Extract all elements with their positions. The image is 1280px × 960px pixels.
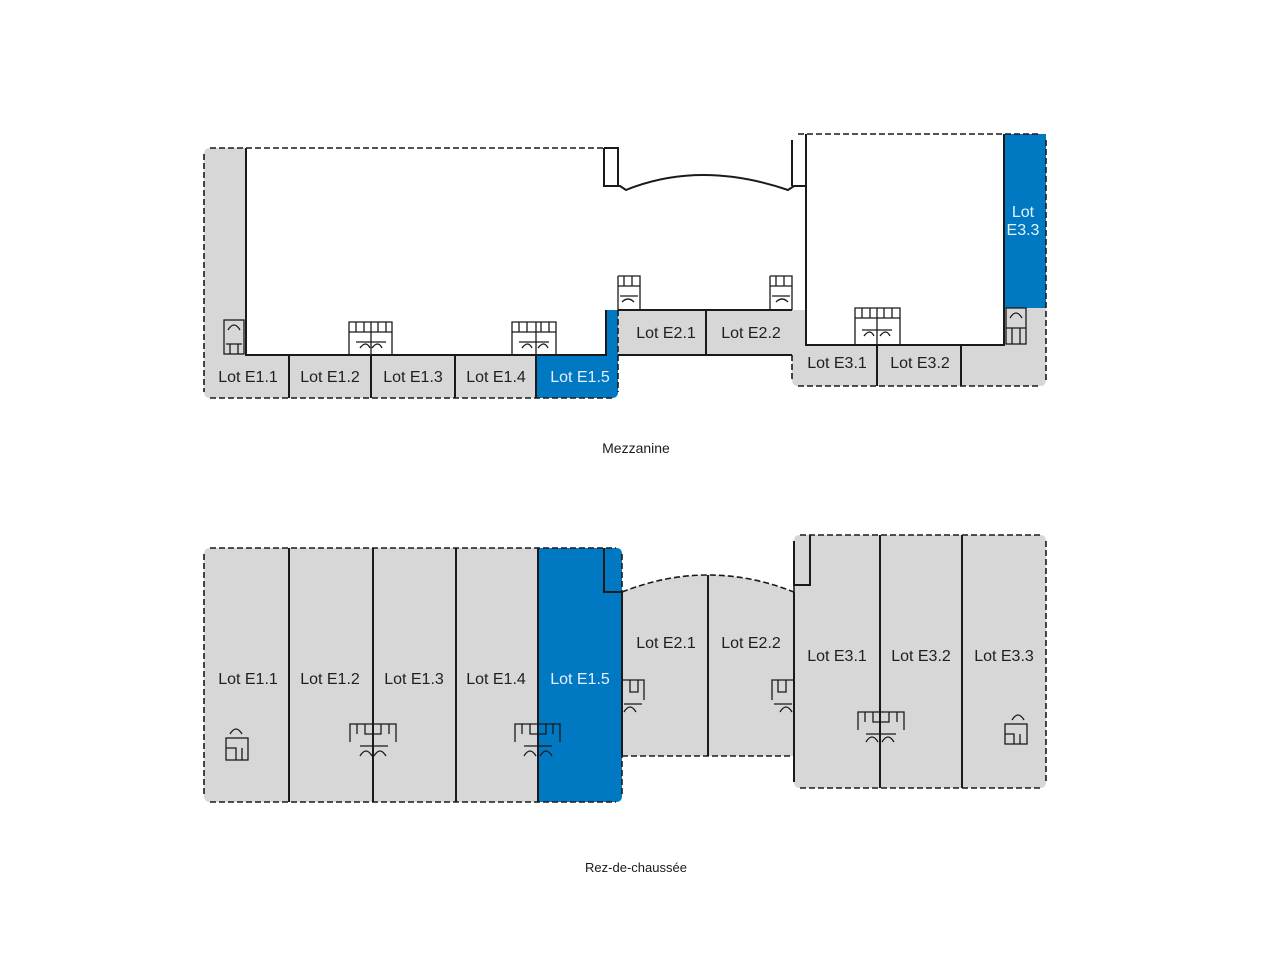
gf-lot-label[interactable]: Lot E1.4 <box>466 671 526 688</box>
mezz-lot-e3-3-area[interactable] <box>1004 134 1046 308</box>
gf-lot-label[interactable]: Lot E1.2 <box>300 671 360 688</box>
stairs-icon <box>1005 307 1027 345</box>
mezz-lot-label[interactable]: Lot E2.2 <box>721 325 781 342</box>
mezz-lot-label[interactable]: Lot E3.2 <box>890 355 950 372</box>
mezz-lot-label[interactable]: Lot E2.1 <box>636 325 696 342</box>
gf-lot-label[interactable]: Lot E3.2 <box>891 648 951 665</box>
mezz-lot-label[interactable]: E3.3 <box>1007 222 1040 239</box>
mezz-lot-label[interactable]: Lot <box>1012 204 1035 221</box>
toilets-icon <box>622 679 645 713</box>
ground-floor-title: Rez-de-chaussée <box>585 860 687 875</box>
mezz-left-wing <box>204 148 536 398</box>
gf-lot-label[interactable]: Lot E1.3 <box>384 671 444 688</box>
mezz-right-bottom <box>792 308 1046 386</box>
mezz-lot-label[interactable]: Lot E1.3 <box>383 369 443 386</box>
stairs-icon <box>1004 714 1028 745</box>
toilets-icon <box>514 723 561 760</box>
gf-lot-e1-5-area[interactable] <box>538 548 622 802</box>
mezz-lot-label[interactable]: Lot E1.1 <box>218 369 278 386</box>
toilets-icon <box>854 307 901 345</box>
gf-lot-label[interactable]: Lot E1.5 <box>550 671 610 688</box>
stairs-icon <box>225 728 249 761</box>
gf-lot-label[interactable]: Lot E3.1 <box>807 648 867 665</box>
toilets-icon <box>511 321 557 355</box>
mezz-lot-e1-5-area[interactable] <box>536 310 618 398</box>
toilets-icon <box>769 275 793 310</box>
gf-e3-block <box>794 535 1046 788</box>
mezzanine-plan: Lot E1.1 Lot E1.2 Lot E1.3 Lot E1.4 Lot … <box>203 133 1047 399</box>
gf-e1-block <box>204 548 538 802</box>
gf-lot-label[interactable]: Lot E1.1 <box>218 671 278 688</box>
mezzanine-title: Mezzanine <box>602 440 670 456</box>
gf-lot-label[interactable]: Lot E3.3 <box>974 648 1034 665</box>
stairs-icon <box>223 319 245 355</box>
toilets-icon <box>348 321 393 355</box>
toilets-icon <box>771 679 794 713</box>
mezz-lot-label[interactable]: Lot E1.4 <box>466 369 526 386</box>
mezz-lot-label[interactable]: Lot E1.2 <box>300 369 360 386</box>
gf-lot-label[interactable]: Lot E2.1 <box>636 635 696 652</box>
mezz-lot-label[interactable]: Lot E1.5 <box>550 369 610 386</box>
toilets-icon <box>857 711 905 743</box>
mezz-lot-label[interactable]: Lot E3.1 <box>807 355 867 372</box>
toilets-icon <box>349 723 397 760</box>
ground-floor-plan: Lot E1.1 Lot E1.2 Lot E1.3 Lot E1.4 Lot … <box>203 534 1047 803</box>
toilets-icon <box>617 275 641 310</box>
gf-lot-label[interactable]: Lot E2.2 <box>721 635 781 652</box>
